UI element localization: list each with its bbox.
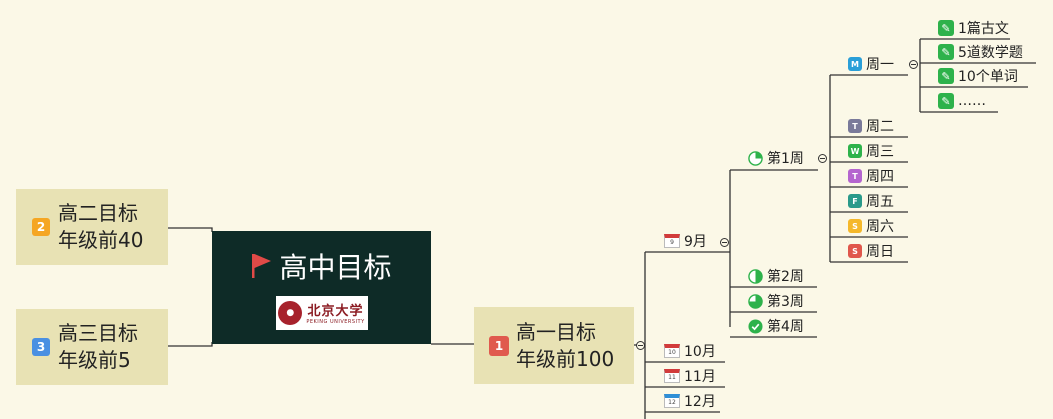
day-s-icon: S bbox=[848, 244, 862, 258]
node-day-tuesday[interactable]: T 周二 bbox=[848, 115, 894, 137]
node-month-10[interactable]: 10 10月 bbox=[664, 340, 716, 362]
priority-1-icon: 1 bbox=[489, 335, 509, 356]
node-week-3[interactable]: 第3周 bbox=[748, 290, 804, 312]
calendar-icon: 10 bbox=[664, 344, 680, 358]
node-grade1-goal[interactable]: 1 高一目标 年级前100 bbox=[474, 307, 634, 384]
month-12-label: 12月 bbox=[684, 394, 716, 410]
central-title: 高中目标 bbox=[279, 250, 392, 284]
progress-three-quarter-icon bbox=[748, 293, 763, 309]
priority-2-icon: 2 bbox=[32, 218, 50, 236]
node-day-saturday[interactable]: S 周六 bbox=[848, 215, 894, 237]
day-wednesday-label: 周三 bbox=[866, 144, 894, 160]
collapse-monday-toggle[interactable] bbox=[909, 60, 918, 69]
node-grade3-goal[interactable]: 3 高三目标 年级前5 bbox=[16, 309, 168, 385]
node-grade2-goal[interactable]: 2 高二目标 年级前40 bbox=[16, 189, 168, 265]
calendar-icon: 9 bbox=[664, 234, 680, 248]
connector-main-months bbox=[634, 252, 646, 419]
week-2-label: 第2周 bbox=[767, 269, 804, 285]
connector-left-upper bbox=[168, 227, 213, 232]
node-task-1[interactable]: ✎ 1篇古文 bbox=[938, 17, 1009, 39]
node-grade3-title: 高三目标 bbox=[58, 321, 138, 345]
month-11-label: 11月 bbox=[684, 369, 716, 385]
central-topic[interactable]: 高中目标 ● 北京大学 PEKING UNIVERSITY bbox=[212, 231, 431, 344]
week-3-label: 第3周 bbox=[767, 294, 804, 310]
node-week-4[interactable]: 第4周 bbox=[748, 315, 804, 337]
node-grade2-subtitle: 年级前40 bbox=[58, 228, 144, 252]
node-day-monday[interactable]: M 周一 bbox=[848, 53, 894, 75]
progress-quarter-icon bbox=[748, 150, 763, 166]
collapse-week-1-toggle[interactable] bbox=[818, 154, 827, 163]
node-day-thursday[interactable]: T 周四 bbox=[848, 165, 894, 187]
collapse-main-toggle[interactable] bbox=[636, 341, 645, 350]
node-task-3[interactable]: ✎ 10个单词 bbox=[938, 65, 1018, 87]
node-week-2[interactable]: 第2周 bbox=[748, 265, 804, 287]
day-saturday-label: 周六 bbox=[866, 219, 894, 235]
node-day-friday[interactable]: F 周五 bbox=[848, 190, 894, 212]
task-3-label: 10个单词 bbox=[958, 69, 1018, 85]
month-10-label: 10月 bbox=[684, 344, 716, 360]
calendar-icon: 12 bbox=[664, 394, 680, 408]
day-f-icon: F bbox=[848, 194, 862, 208]
day-monday-label: 周一 bbox=[866, 57, 894, 73]
day-t-icon: T bbox=[848, 119, 862, 133]
node-week-1[interactable]: 第1周 bbox=[748, 147, 804, 169]
week-1-label: 第1周 bbox=[767, 151, 804, 167]
node-month-12[interactable]: 12 12月 bbox=[664, 390, 716, 412]
day-thursday-label: 周四 bbox=[866, 169, 894, 185]
day-sunday-label: 周日 bbox=[866, 244, 894, 260]
priority-3-icon: 3 bbox=[32, 338, 50, 356]
month-9-label: 9月 bbox=[684, 234, 707, 250]
pencil-icon: ✎ bbox=[938, 68, 954, 84]
node-day-sunday[interactable]: S 周日 bbox=[848, 240, 894, 262]
pencil-icon: ✎ bbox=[938, 20, 954, 36]
task-1-label: 1篇古文 bbox=[958, 21, 1009, 37]
node-task-4[interactable]: ✎ …… bbox=[938, 90, 986, 112]
calendar-icon: 11 bbox=[664, 369, 680, 383]
node-grade1-subtitle: 年级前100 bbox=[516, 346, 615, 371]
task-4-label: …… bbox=[958, 93, 986, 109]
connector-left-lower bbox=[168, 342, 213, 347]
check-complete-icon bbox=[748, 318, 763, 334]
node-day-wednesday[interactable]: W 周三 bbox=[848, 140, 894, 162]
logo-chinese-text: 北京大学 bbox=[307, 304, 364, 319]
pencil-icon: ✎ bbox=[938, 44, 954, 60]
progress-half-icon bbox=[748, 268, 763, 284]
red-flag-icon bbox=[252, 253, 272, 278]
day-friday-label: 周五 bbox=[866, 194, 894, 210]
node-grade2-title: 高二目标 bbox=[58, 201, 138, 225]
peking-university-logo: ● 北京大学 PEKING UNIVERSITY bbox=[275, 295, 368, 330]
university-seal-icon: ● bbox=[278, 300, 303, 325]
node-grade1-title: 高一目标 bbox=[516, 319, 596, 344]
collapse-month-9-toggle[interactable] bbox=[720, 238, 729, 247]
day-t-icon: T bbox=[848, 169, 862, 183]
node-grade3-subtitle: 年级前5 bbox=[58, 348, 131, 372]
week-4-label: 第4周 bbox=[767, 319, 804, 335]
pencil-icon: ✎ bbox=[938, 93, 954, 109]
node-month-9[interactable]: 9 9月 bbox=[664, 230, 707, 252]
day-w-icon: W bbox=[848, 144, 862, 158]
node-month-11[interactable]: 11 11月 bbox=[664, 365, 716, 387]
day-s-icon: S bbox=[848, 219, 862, 233]
day-tuesday-label: 周二 bbox=[866, 119, 894, 135]
logo-english-text: PEKING UNIVERSITY bbox=[306, 319, 365, 325]
node-task-2[interactable]: ✎ 5道数学题 bbox=[938, 41, 1023, 63]
day-m-icon: M bbox=[848, 57, 862, 71]
task-2-label: 5道数学题 bbox=[958, 45, 1023, 61]
